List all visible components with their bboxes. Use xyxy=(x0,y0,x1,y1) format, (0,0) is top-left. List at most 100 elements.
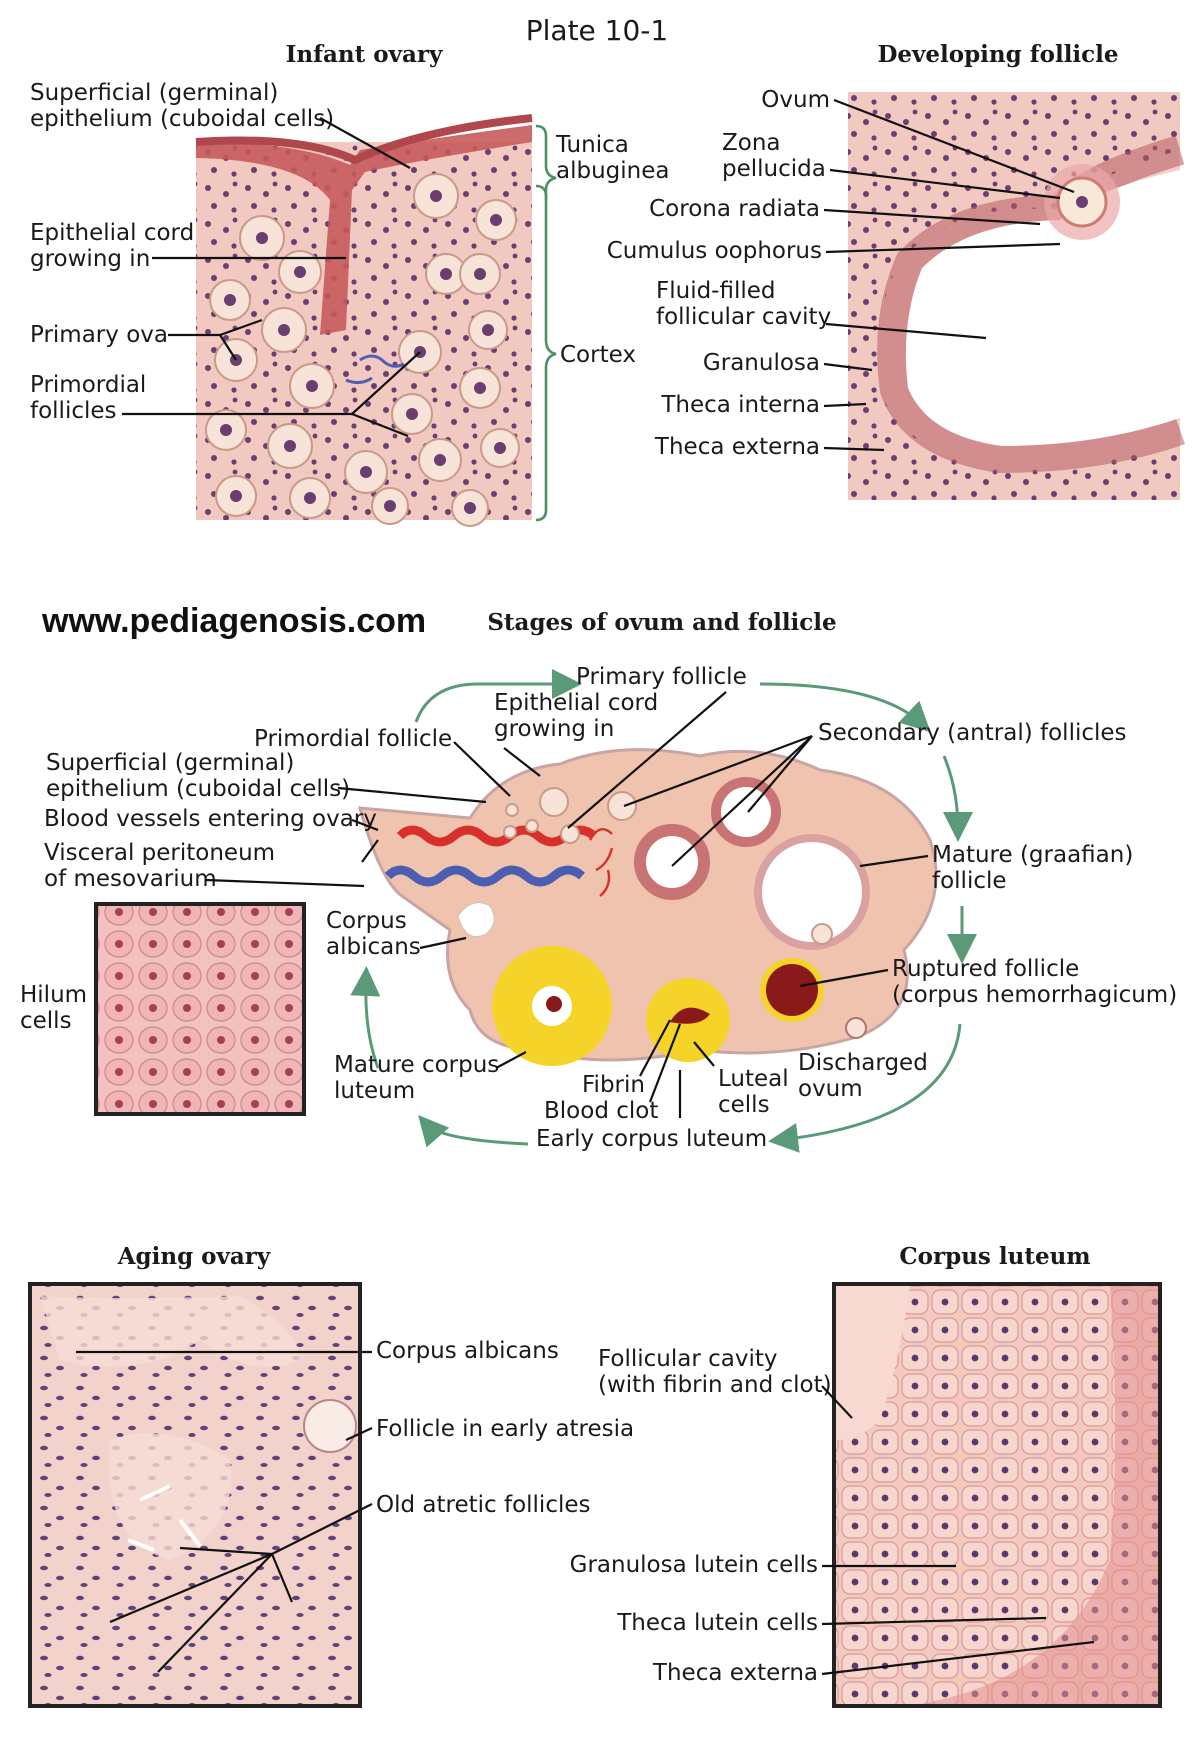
leader-dev-cumulus xyxy=(825,242,1061,254)
leader-stages-superficial xyxy=(337,786,487,804)
leader-secondary-b xyxy=(747,735,813,813)
stages-cord-label-1: Epithelial cord xyxy=(494,690,658,716)
dev-theca-externa-label: Theca externa xyxy=(654,434,820,460)
tunica-label-2: albuginea xyxy=(556,158,669,184)
dev-zona-label-1: Zona xyxy=(722,130,781,156)
cycle-arrow-to-albicans xyxy=(350,966,381,1069)
stages-cord-label-2: growing in xyxy=(494,716,614,742)
stages-luteal-label-1: Luteal xyxy=(718,1066,789,1092)
cycle-arrow-to-mature xyxy=(942,755,973,842)
infant-primordial-label-2: follicles xyxy=(30,398,117,424)
website-watermark: www.pediagenosis.com xyxy=(41,602,426,640)
leader-secondary-c xyxy=(671,735,813,867)
leader-dev-corona xyxy=(823,208,1041,226)
leader-fibrin xyxy=(639,1019,671,1077)
leader-aging-old-a xyxy=(179,1546,273,1556)
leader-aging-old-c xyxy=(157,1553,273,1673)
cl-theca-externa-label: Theca externa xyxy=(652,1660,818,1686)
dev-fluid-label-1: Fluid-filled xyxy=(656,278,776,304)
leader-cl-cavity xyxy=(821,1385,853,1419)
leader-primary-ova-b xyxy=(219,334,237,361)
cycle-arrow-to-mature-cl xyxy=(418,1114,529,1148)
cl-theca-lutein-label: Theca lutein cells xyxy=(616,1610,818,1636)
aging-ovary-micrograph xyxy=(28,1282,362,1708)
dev-corona-label: Corona radiata xyxy=(649,196,820,222)
leader-dev-theca-interna xyxy=(823,402,867,408)
leader-dev-fluid xyxy=(825,322,987,340)
corpus-luteum-heading: Corpus luteum xyxy=(899,1243,1090,1270)
hilum-label-1: Hilum xyxy=(20,982,87,1008)
stages-primary-follicle-label: Primary follicle xyxy=(576,664,747,690)
stages-discharged-label-1: Discharged xyxy=(798,1050,928,1076)
cortex-bracket xyxy=(535,184,557,522)
dev-cumulus-label: Cumulus oophorus xyxy=(607,238,822,264)
dev-theca-interna-label: Theca interna xyxy=(660,392,820,418)
leader-blood-vessels-b xyxy=(361,839,379,863)
stages-blood-vessels-label: Blood vessels entering ovary xyxy=(44,806,377,832)
aging-old-atretic-label: Old atretic follicles xyxy=(376,1492,591,1518)
dev-granulosa-label: Granulosa xyxy=(703,350,820,376)
ovary-cross-section xyxy=(357,748,938,1066)
stages-albicans-label-2: albicans xyxy=(326,934,421,960)
infant-primary-ova-label: Primary ova xyxy=(30,322,168,348)
leader-stages-albicans xyxy=(419,936,467,950)
leader-secondary-a xyxy=(623,734,813,808)
stages-primordial-label: Primordial follicle xyxy=(254,726,452,752)
leader-cl-theca-lutein xyxy=(821,1616,1047,1626)
infant-superficial-label-2: epithelium (cuboidal cells) xyxy=(30,106,334,132)
plate-title: Plate 10-1 xyxy=(526,14,668,47)
aging-ovary-heading: Aging ovary xyxy=(117,1243,271,1270)
stages-ruptured-label-2: (corpus hemorrhagicum) xyxy=(892,982,1177,1008)
stages-blood-clot-label: Blood clot xyxy=(544,1098,658,1124)
developing-follicle-illustration xyxy=(848,92,1185,500)
stages-discharged-label-2: ovum xyxy=(798,1076,863,1102)
cl-cavity-label-2: (with fibrin and clot) xyxy=(598,1372,832,1398)
infant-primordial-label-1: Primordial xyxy=(30,372,146,398)
stages-mature-label-2: follicle xyxy=(932,868,1007,894)
stages-ruptured-label-1: Ruptured follicle xyxy=(892,956,1079,982)
stages-mature-cl-label-2: luteum xyxy=(334,1078,415,1104)
stages-early-cl-label: Early corpus luteum xyxy=(536,1126,767,1152)
stages-mature-cl-label-1: Mature corpus xyxy=(334,1052,499,1078)
hilum-cells-micrograph xyxy=(94,902,306,1116)
cycle-arrow-to-primary xyxy=(414,669,582,723)
leader-mature-cl xyxy=(495,1051,527,1069)
infant-ovary-heading: Infant ovary xyxy=(286,41,443,68)
leader-primordial-follicle xyxy=(453,741,511,797)
stages-albicans-label-1: Corpus xyxy=(326,908,407,934)
stages-superficial-label-2: epithelium (cuboidal cells) xyxy=(46,776,350,802)
leader-aging-atresia xyxy=(345,1427,373,1441)
infant-ovary-illustration xyxy=(195,114,533,527)
corpus-luteum-micrograph xyxy=(832,1282,1162,1708)
tunica-bracket xyxy=(535,124,557,200)
dev-ovum-label: Ovum xyxy=(761,87,830,113)
stages-heading: Stages of ovum and follicle xyxy=(487,609,836,636)
stages-visceral-label-1: Visceral peritoneum xyxy=(44,840,275,866)
leader-dev-ovum xyxy=(833,98,1075,194)
stages-fibrin-label: Fibrin xyxy=(582,1072,645,1098)
leader-visceral xyxy=(205,878,365,888)
cl-cavity-label-1: Follicular cavity xyxy=(598,1346,778,1372)
leader-blood-clot xyxy=(648,1023,682,1103)
leader-infant-superficial xyxy=(319,117,411,169)
leader-dev-theca-externa xyxy=(823,446,885,452)
aging-early-atresia-label: Follicle in early atresia xyxy=(376,1416,634,1442)
cl-granulosa-lutein-label: Granulosa lutein cells xyxy=(570,1552,818,1578)
leader-ruptured xyxy=(799,968,889,988)
leader-primary-follicle xyxy=(567,691,727,829)
hilum-label-2: cells xyxy=(20,1008,72,1034)
stages-mature-label-1: Mature (graafian) xyxy=(932,842,1133,868)
developing-follicle-heading: Developing follicle xyxy=(877,41,1118,68)
leader-cl-theca-externa xyxy=(821,1640,1095,1676)
leader-stages-cord xyxy=(503,747,541,777)
leader-mature xyxy=(859,854,929,868)
leader-aging-old-d xyxy=(270,1553,294,1603)
tunica-label-1: Tunica xyxy=(555,132,629,158)
infant-cord-label-1: Epithelial cord xyxy=(30,220,194,246)
infant-superficial-label-1: Superficial (germinal) xyxy=(30,80,278,106)
stages-secondary-label: Secondary (antral) follicles xyxy=(818,720,1127,746)
leader-dev-granulosa xyxy=(823,362,873,372)
aging-corpus-albicans-label: Corpus albicans xyxy=(376,1338,559,1364)
stages-superficial-label-1: Superficial (germinal) xyxy=(46,750,294,776)
